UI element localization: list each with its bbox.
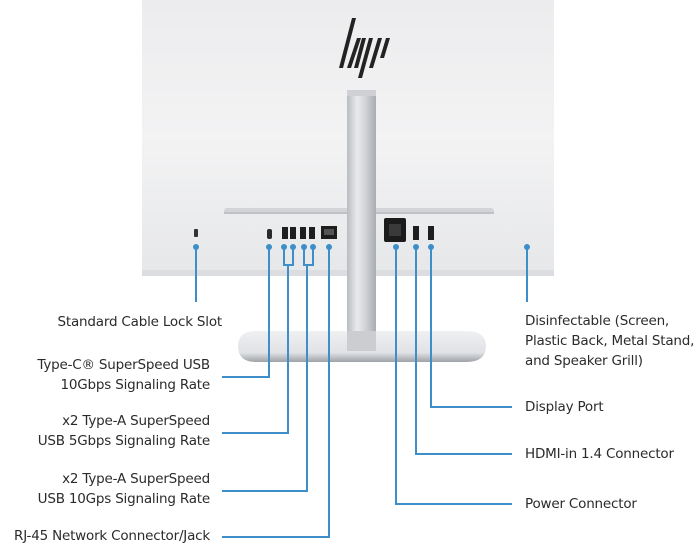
usb-c-callout-vline xyxy=(268,247,270,377)
power-connector-label: Power Connector xyxy=(525,496,637,512)
usb-a10-bracket-left xyxy=(303,247,305,265)
disinfect-callout-line xyxy=(526,247,528,302)
rj45-callout-vline xyxy=(328,247,330,537)
cable-lock-callout-line xyxy=(195,247,197,302)
usb-a-port-icon xyxy=(309,227,315,239)
usb-a5-label: x2 Type-A SuperSpeed USB 5Gbps Signaling… xyxy=(37,413,211,449)
displayport-callout-vline xyxy=(430,247,432,407)
disinfectable-label: Disinfectable (Screen, Plastic Back, Met… xyxy=(525,313,695,369)
hdmi-callout-vline xyxy=(415,247,417,454)
hdmi-callout-hline xyxy=(415,453,512,455)
usb-a-port-icon xyxy=(300,227,306,239)
usb-a5-callout-hline xyxy=(222,432,289,434)
displayport-callout-hline xyxy=(430,406,512,408)
usb-a10-bracket-bottom xyxy=(303,264,314,266)
usb-a10-bracket-right xyxy=(312,247,314,265)
cable-lock-label: Standard Cable Lock Slot xyxy=(57,314,223,330)
usb-c-port-icon xyxy=(267,229,272,239)
displayport-port-icon xyxy=(428,226,434,240)
usb-a5-bracket-right xyxy=(292,247,294,265)
usb-a10-callout-vline xyxy=(306,264,308,492)
stand-neck xyxy=(347,90,376,352)
rj45-label: RJ-45 Network Connector/Jack xyxy=(14,528,210,544)
cable-lock-slot-icon xyxy=(194,229,198,237)
display-port-label: Display Port xyxy=(525,399,604,415)
hdmi-port-icon xyxy=(413,226,419,240)
usb-a5-callout-vline xyxy=(287,264,289,434)
usb-c-callout-hline xyxy=(222,376,270,378)
usb-a5-bracket-left xyxy=(283,247,285,265)
power-callout-hline xyxy=(395,503,512,505)
rj45-callout-hline xyxy=(222,536,330,538)
usb-a-port-icon xyxy=(282,227,288,239)
hdmi-label: HDMI-in 1.4 Connector xyxy=(525,446,674,462)
power-callout-vline xyxy=(395,247,397,504)
usb-c-label: Type-C® SuperSpeed USB 10Gbps Signaling … xyxy=(37,357,210,393)
usb-a10-callout-hline xyxy=(222,490,308,492)
hp-logo-icon xyxy=(339,18,390,78)
usb-a10-label: x2 Type-A SuperSpeed USB 10Gps Signaling… xyxy=(37,471,211,507)
usb-a-port-icon xyxy=(290,227,296,239)
